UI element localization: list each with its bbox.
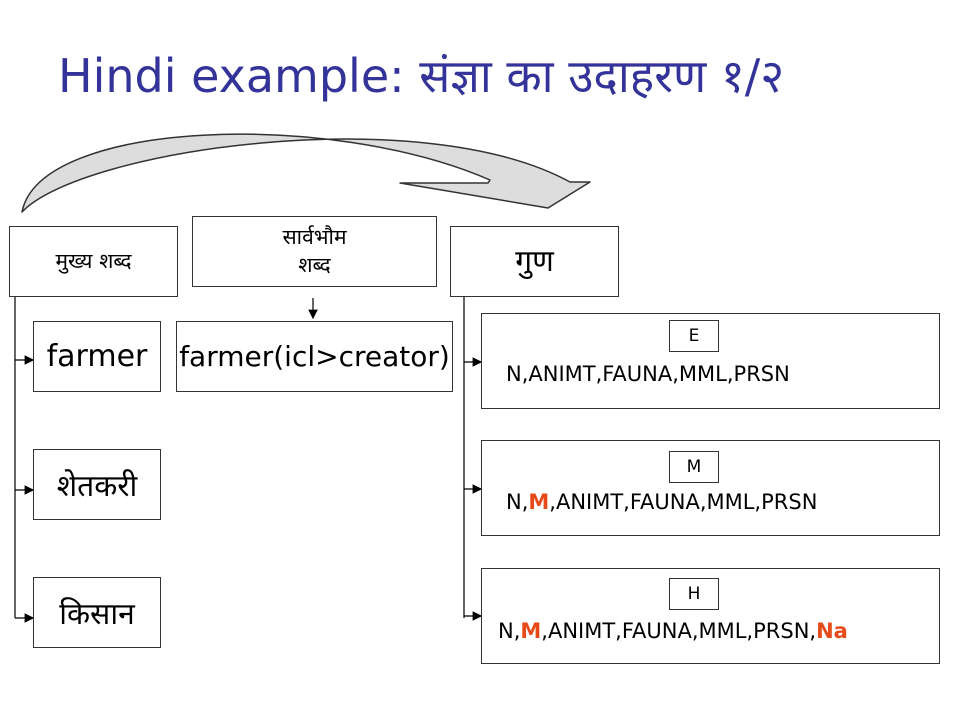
language-tag-m: M (669, 451, 719, 483)
attribute-box-hindi: H N,M,ANIMT,FAUNA,MML,PRSN,Na (481, 568, 940, 664)
word-marathi: शेतकरी (33, 449, 161, 520)
universal-word-box: farmer(icl>creator) (176, 321, 453, 392)
attribute-list-english: N,ANIMT,FAUNA,MML,PRSN (506, 362, 790, 386)
header-head-word: मुख्य शब्द (9, 226, 178, 297)
language-tag-e: E (669, 320, 719, 352)
header-universal-word: सार्वभौम शब्द (192, 216, 437, 287)
curved-arrow (21, 133, 591, 213)
attribute-box-marathi: M N,M,ANIMT,FAUNA,MML,PRSN (481, 440, 940, 536)
word-hindi: किसान (33, 577, 161, 648)
attribute-list-hindi: N,M,ANIMT,FAUNA,MML,PRSN,Na (498, 619, 848, 643)
header-attributes: गुण (450, 226, 619, 297)
slide-title: Hindi example: संज्ञा का उदाहरण १/२ (58, 49, 785, 103)
word-english: farmer (33, 321, 161, 392)
attribute-box-english: E N,ANIMT,FAUNA,MML,PRSN (481, 313, 940, 409)
attribute-list-marathi: N,M,ANIMT,FAUNA,MML,PRSN (506, 490, 818, 514)
language-tag-h: H (669, 578, 719, 610)
